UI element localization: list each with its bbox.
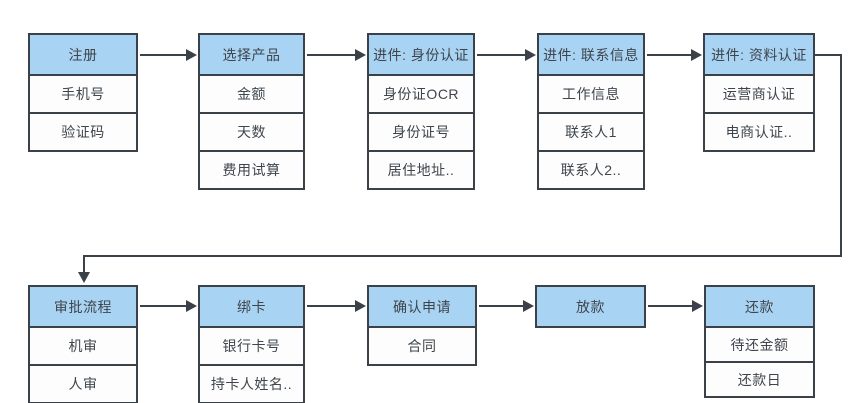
- node-intake-contact-row-contact2: 联系人2..: [539, 150, 643, 188]
- node-intake-data-auth-header: 进件: 资料认证: [705, 35, 813, 74]
- node-confirm-apply-row-contract: 合同: [369, 326, 475, 364]
- node-intake-contact-row-contact1: 联系人1: [539, 112, 643, 150]
- node-disburse-header: 放款: [537, 287, 644, 326]
- node-register-row-phone: 手机号: [30, 74, 136, 112]
- node-intake-identity-row-idnumber: 身份证号: [369, 112, 473, 150]
- node-intake-identity-row-address: 居住地址..: [369, 150, 473, 188]
- node-repay: 还款 待还金额 还款日: [704, 285, 815, 398]
- node-register-row-code: 验证码: [30, 112, 136, 150]
- node-disburse: 放款: [535, 285, 646, 328]
- node-intake-contact-header: 进件: 联系信息: [539, 35, 643, 74]
- node-select-product-row-fee-trial: 费用试算: [200, 150, 303, 188]
- node-intake-contact: 进件: 联系信息 工作信息 联系人1 联系人2..: [537, 33, 645, 190]
- node-select-product-header: 选择产品: [200, 35, 303, 74]
- node-register: 注册 手机号 验证码: [28, 33, 138, 152]
- node-approval-row-manual: 人审: [30, 364, 136, 402]
- node-intake-identity-row-ocr: 身份证OCR: [369, 74, 473, 112]
- node-repay-header: 还款: [706, 287, 813, 326]
- node-bind-card-header: 绑卡: [200, 287, 303, 326]
- arrow-approval-to-bindcard: [140, 300, 197, 312]
- arrow-disburse-to-repay: [648, 300, 703, 312]
- arrow-register-to-product: [140, 49, 197, 61]
- node-approval-row-machine: 机审: [30, 326, 136, 364]
- node-register-header: 注册: [30, 35, 136, 74]
- node-confirm-apply: 确认申请 合同: [367, 285, 477, 366]
- arrow-product-to-identity: [307, 49, 366, 61]
- node-intake-data-auth-row-carrier: 运营商认证: [705, 74, 813, 112]
- node-select-product-row-amount: 金额: [200, 74, 303, 112]
- arrow-bindcard-to-confirm: [307, 300, 366, 312]
- node-repay-row-due-date: 还款日: [706, 361, 813, 396]
- node-intake-identity-header: 进件: 身份认证: [369, 35, 473, 74]
- arrow-identity-to-contact: [477, 49, 536, 61]
- node-select-product: 选择产品 金额 天数 费用试算: [198, 33, 305, 190]
- node-intake-contact-row-work: 工作信息: [539, 74, 643, 112]
- node-repay-row-amount-due: 待还金额: [706, 326, 813, 361]
- arrow-contact-to-dataauth: [647, 49, 702, 61]
- arrow-confirm-to-disburse: [479, 300, 534, 312]
- node-bind-card: 绑卡 银行卡号 持卡人姓名..: [198, 285, 305, 403]
- node-intake-data-auth: 进件: 资料认证 运营商认证 电商认证..: [703, 33, 815, 152]
- node-bind-card-row-holder: 持卡人姓名..: [200, 364, 303, 402]
- node-confirm-apply-header: 确认申请: [369, 287, 475, 326]
- node-intake-identity: 进件: 身份认证 身份证OCR 身份证号 居住地址..: [367, 33, 475, 190]
- node-approval-header: 审批流程: [30, 287, 136, 326]
- node-bind-card-row-number: 银行卡号: [200, 326, 303, 364]
- node-approval: 审批流程 机审 人审: [28, 285, 138, 403]
- node-select-product-row-days: 天数: [200, 112, 303, 150]
- node-intake-data-auth-row-ecommerce: 电商认证..: [705, 112, 813, 150]
